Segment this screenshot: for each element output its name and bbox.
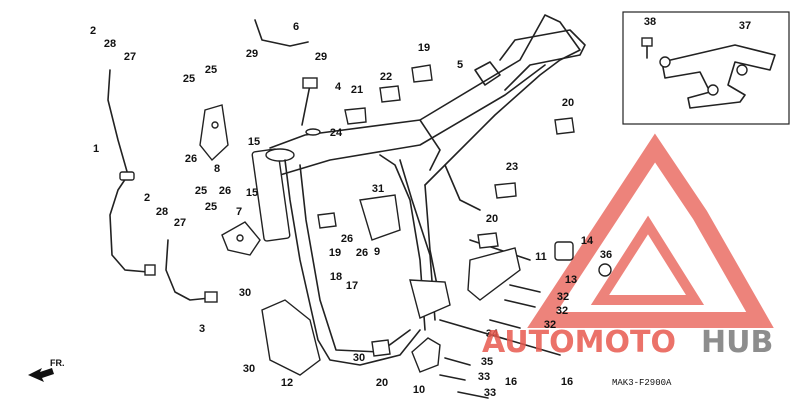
- inset-box: [622, 11, 790, 125]
- main-frame: [251, 14, 586, 366]
- callout-label: 26: [356, 247, 368, 259]
- watermark-part1: AUTOMOTO: [482, 325, 676, 360]
- callout-label: 14: [581, 235, 594, 247]
- callout-label: 15: [248, 136, 260, 148]
- callout-label: 27: [124, 51, 136, 63]
- callout-label: 32: [557, 291, 569, 303]
- callout-label: 7: [236, 206, 242, 218]
- callout-label: 32: [556, 305, 568, 317]
- callout-label: 9: [374, 246, 380, 258]
- callout-label: 34: [486, 328, 499, 340]
- callout-label: 11: [535, 251, 547, 263]
- callouts: 2 28 27 1 2 28 27 3 4 5 6 29 29 7 8 9 10…: [90, 16, 751, 399]
- callout-label: 32: [544, 319, 556, 331]
- callout-label: 16: [561, 376, 573, 388]
- watermark-part2: HUB: [701, 325, 773, 360]
- brackets: [199, 104, 441, 376]
- callout-label: 25: [205, 201, 217, 213]
- callout-label: 1: [93, 143, 99, 155]
- front-arrow-icon: FR.: [28, 358, 65, 382]
- callout-label: 25: [195, 185, 207, 197]
- callout-label: 20: [486, 213, 498, 225]
- watermark-text: AUTOMOTO HUB: [482, 325, 773, 360]
- clamps: [317, 64, 575, 357]
- callout-label: 36: [600, 249, 612, 261]
- callout-label: 30: [239, 287, 251, 299]
- callout-label: 16: [505, 376, 517, 388]
- bolts: [439, 239, 612, 399]
- callout-label: 19: [329, 247, 341, 259]
- callout-label: 25: [183, 73, 195, 85]
- callout-label: 18: [330, 271, 342, 283]
- callout-label: 20: [562, 97, 574, 109]
- callout-label: 26: [219, 185, 231, 197]
- callout-label: 26: [185, 153, 197, 165]
- callout-label: 2: [90, 25, 96, 37]
- callout-label: 28: [156, 206, 168, 218]
- pipes: [107, 69, 218, 303]
- callout-label: 35: [481, 356, 493, 368]
- callout-label: 22: [380, 71, 392, 83]
- callout-label: 23: [506, 161, 518, 173]
- hose-and-bolt: [254, 19, 321, 136]
- callout-label: 27: [174, 217, 186, 229]
- callout-label: 19: [418, 42, 430, 54]
- callout-label: 15: [246, 187, 258, 199]
- callout-label: 33: [484, 387, 496, 399]
- callout-label: 24: [330, 127, 343, 139]
- callout-label: 28: [104, 38, 116, 50]
- callout-label: 3: [199, 323, 205, 335]
- watermark-logo: [527, 133, 774, 328]
- diagram-code: MAK3-F2900A: [612, 378, 672, 388]
- callout-label: 38: [644, 16, 656, 28]
- callout-label: 26: [341, 233, 353, 245]
- callout-label: 12: [281, 377, 293, 389]
- callout-label: 33: [478, 371, 490, 383]
- callout-label: 29: [315, 51, 327, 63]
- callout-label: 37: [739, 20, 751, 32]
- callout-label: 20: [376, 377, 388, 389]
- callout-label: 30: [243, 363, 255, 375]
- callout-label: 8: [214, 163, 220, 175]
- callout-label: 17: [346, 280, 358, 292]
- callout-label: 6: [293, 21, 299, 33]
- direction-label: FR.: [50, 358, 65, 368]
- callout-label: 29: [246, 48, 258, 60]
- callout-label: 30: [353, 352, 365, 364]
- callout-label: 21: [351, 84, 363, 96]
- callout-label: 2: [144, 192, 150, 204]
- callout-label: 31: [372, 183, 384, 195]
- callout-label: 5: [457, 59, 463, 71]
- callout-label: 13: [565, 274, 577, 286]
- callout-label: 4: [335, 81, 342, 93]
- callout-label: 10: [413, 384, 425, 396]
- callout-label: 25: [205, 64, 217, 76]
